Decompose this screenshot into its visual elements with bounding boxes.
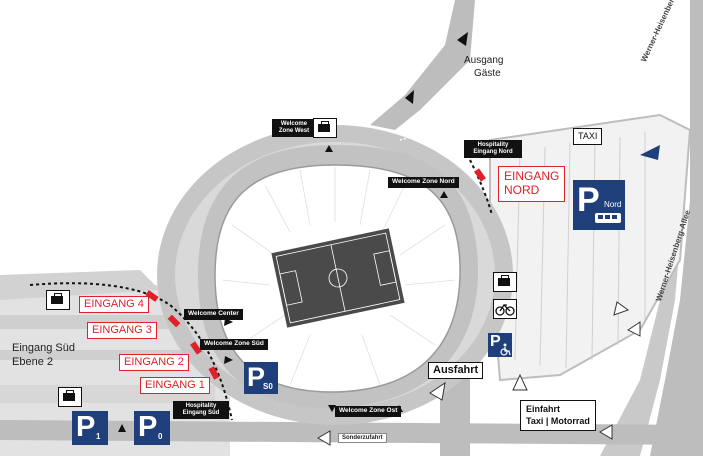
welcome-zone-sued-label: Welcome Zone Süd [200,339,268,350]
hospitality-sued-label: Hospitality Eingang Süd [173,401,229,419]
football-pitch [271,228,405,328]
welcome-zone-ost-label: Welcome Zone Ost [335,406,402,417]
welcome-center-label: Welcome Center [184,309,243,320]
parking-nord-sub: Nord [604,200,622,209]
parking-s0: P S0 [244,362,278,394]
eingang-nord-label: EINGANG NORD [498,166,566,202]
eingang-2-label: EINGANG 2 [119,354,189,371]
einfahrt-label: Einfahrt Taxi | Motorrad [520,400,596,432]
welcome-zone-nord-label: Welcome Zone Nord [388,177,459,188]
arrow-icon [613,301,630,316]
parking-p1-letter: P [76,411,96,443]
arrow-icon [599,424,613,440]
arrow-icon [317,430,331,446]
welcome-zone-west-label: Welcome Zone West [272,119,316,137]
eingang-3-label: EINGANG 3 [87,322,157,339]
gaeste-label: Gäste [474,68,501,79]
luggage-icon [493,272,517,292]
parking-s0-letter: P [247,362,266,392]
bus-icon [595,213,621,223]
arrow-icon [512,373,528,391]
parking-p0-letter: P [138,411,158,443]
parking-s0-sub: S0 [263,382,273,391]
ausfahrt-label: Ausfahrt [428,362,484,379]
eingang-4-label: EINGANG 4 [79,296,149,313]
eingang-1-label: EINGANG 1 [140,377,210,394]
taxi-label: TAXI [573,128,603,145]
parking-p1: P 1 [72,411,108,445]
exit-road-north [370,0,475,130]
ausgang-label: Ausgang [464,55,504,66]
ebene-label: Ebene 2 [12,356,53,368]
parking-nord: P Nord [573,180,625,230]
luggage-icon [313,118,337,138]
luggage-icon [58,387,82,407]
arrow-icon [429,381,446,401]
arrow-icon [627,321,641,337]
eingang-sued-label: Eingang Süd [12,342,75,354]
parking-p0: P 0 [134,411,170,445]
parking-nord-letter: P [577,181,600,219]
luggage-icon [46,290,70,310]
parking-p0-sub: 0 [158,432,163,441]
sonderzufahrt-label: Sonderzufahrt [338,433,387,443]
wheelchair-icon: P [488,333,512,357]
hospitality-nord-label: Hospitality Eingang Nord [464,140,522,158]
bicycle-icon [493,299,517,319]
parking-p1-sub: 1 [96,432,101,441]
main-road-east [650,0,703,456]
